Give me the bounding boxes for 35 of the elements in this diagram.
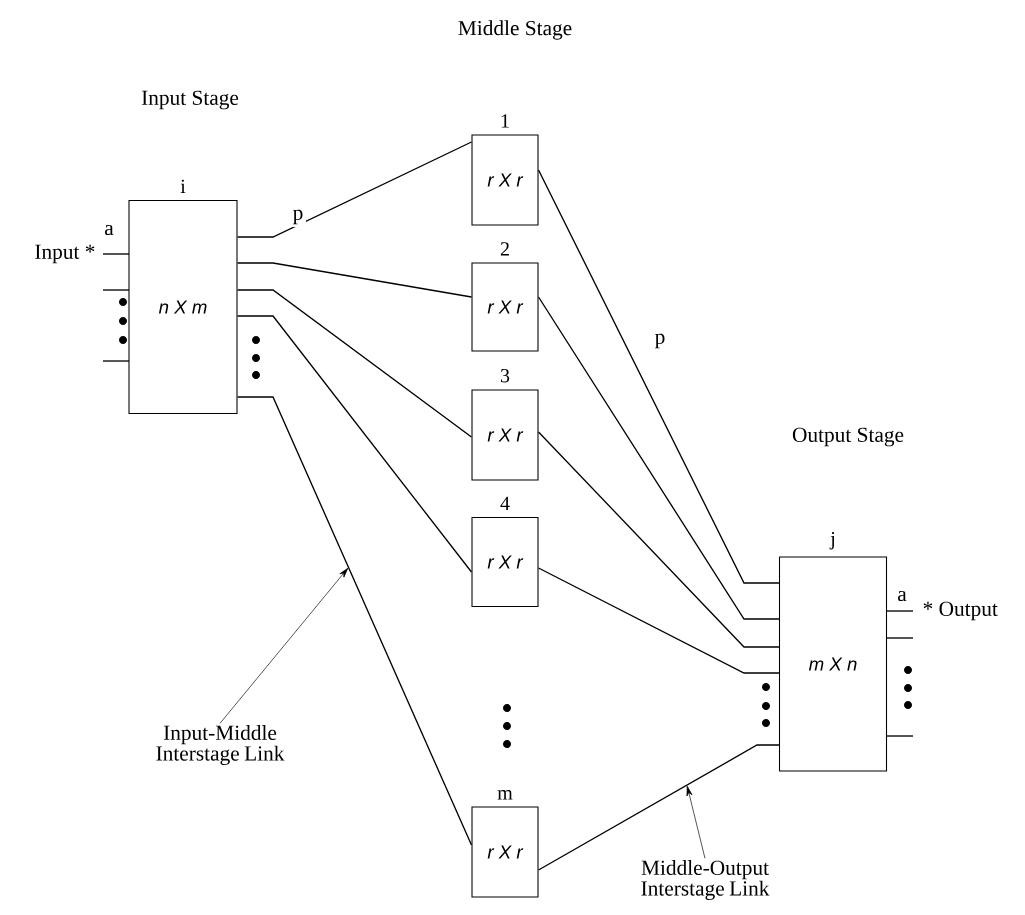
switch-box: r X r <box>471 806 539 898</box>
leader-line <box>686 785 706 859</box>
box-number: 2 <box>500 242 509 256</box>
switch-box: r X r <box>471 134 539 226</box>
link-line <box>236 315 473 573</box>
switch-box: n X m <box>128 199 238 415</box>
switch-box: r X r <box>471 262 539 352</box>
callout-text: Input-Middle Interstage Link <box>156 724 285 766</box>
port-label: Input * <box>35 244 95 264</box>
link-line <box>236 289 473 438</box>
box-number: m <box>497 790 513 800</box>
box-number: i <box>180 179 186 193</box>
link-line <box>537 296 780 620</box>
link-line <box>236 396 473 846</box>
switch-box: r X r <box>471 516 539 608</box>
switch-box: m X n <box>778 556 888 772</box>
link-line <box>537 567 780 674</box>
link-line <box>537 169 780 584</box>
link-line <box>236 262 473 298</box>
port-label: * Output <box>923 601 998 621</box>
box-number: j <box>829 531 835 550</box>
box-number: 3 <box>500 369 510 383</box>
leader-line <box>219 567 349 724</box>
box-number: 1 <box>501 114 509 128</box>
edge-label: p <box>290 207 306 227</box>
callout-text: Middle-Output Interstage Link <box>641 859 770 901</box>
link-line <box>236 141 473 238</box>
stage-title: Middle Stage <box>458 20 572 40</box>
switch-box: r X r <box>471 389 539 481</box>
link-line <box>537 431 780 648</box>
stage-title: Input Stage <box>141 90 239 110</box>
link-line <box>537 744 780 871</box>
edge-label: p <box>652 331 668 351</box>
stage-title: Output Stage <box>792 427 904 447</box>
box-number: 4 <box>500 496 510 510</box>
